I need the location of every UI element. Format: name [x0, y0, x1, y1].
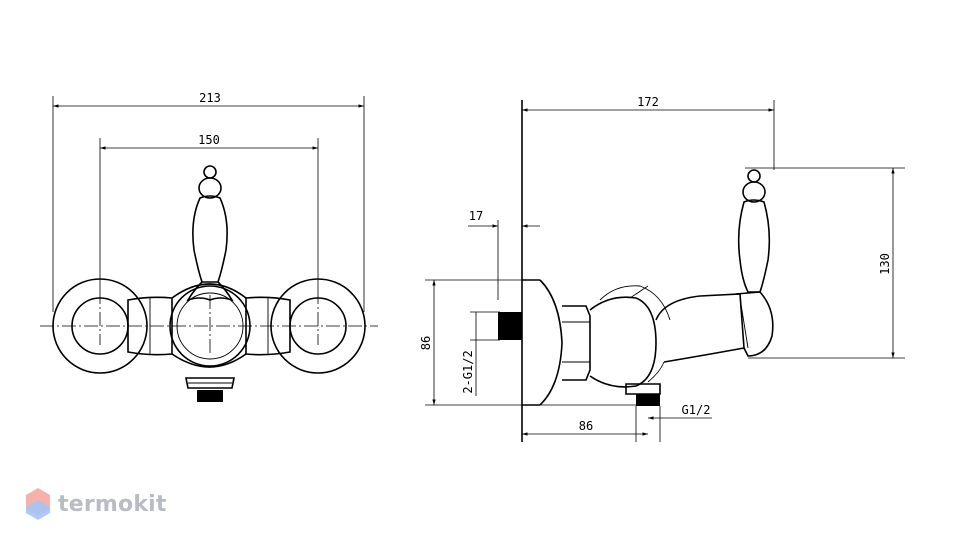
dim-height-label: 130 [878, 253, 892, 275]
dim-overall-width: 213 [52, 91, 365, 312]
brand-logo-icon [26, 488, 50, 520]
dim-body-height: 86 [419, 279, 640, 406]
front-outlet-thread [197, 390, 223, 402]
front-view: 213 150 [40, 91, 378, 402]
dim-depth: 172 [522, 95, 775, 170]
dim-wall-offset-label: 17 [469, 209, 483, 223]
mixer-body [127, 283, 291, 389]
dim-wall-offset: 17 [468, 209, 540, 300]
brand-watermark: termokit [24, 486, 167, 522]
dim-height: 130 [745, 167, 905, 359]
front-lever-handle [186, 165, 234, 302]
dim-outlet-depth-label: 86 [579, 419, 593, 433]
dim-overall-width-label: 213 [199, 91, 221, 105]
dim-outlet-thread-label: G1/2 [682, 403, 711, 417]
side-view: 172 17 130 86 2-G1/2 [419, 95, 905, 442]
dim-center-distance: 150 [99, 133, 319, 290]
dim-depth-label: 172 [637, 95, 659, 109]
dim-inlet-thread: 2-G1/2 [461, 311, 500, 396]
side-body [522, 279, 745, 406]
side-outlet-thread: 86 G1/2 [522, 394, 712, 442]
dim-body-height-label: 86 [419, 336, 433, 350]
dim-center-distance-label: 150 [198, 133, 220, 147]
inlet-thread [498, 312, 522, 340]
brand-name: termokit [58, 491, 167, 517]
side-lever-handle [735, 169, 774, 357]
dim-inlet-thread-label: 2-G1/2 [461, 350, 475, 393]
